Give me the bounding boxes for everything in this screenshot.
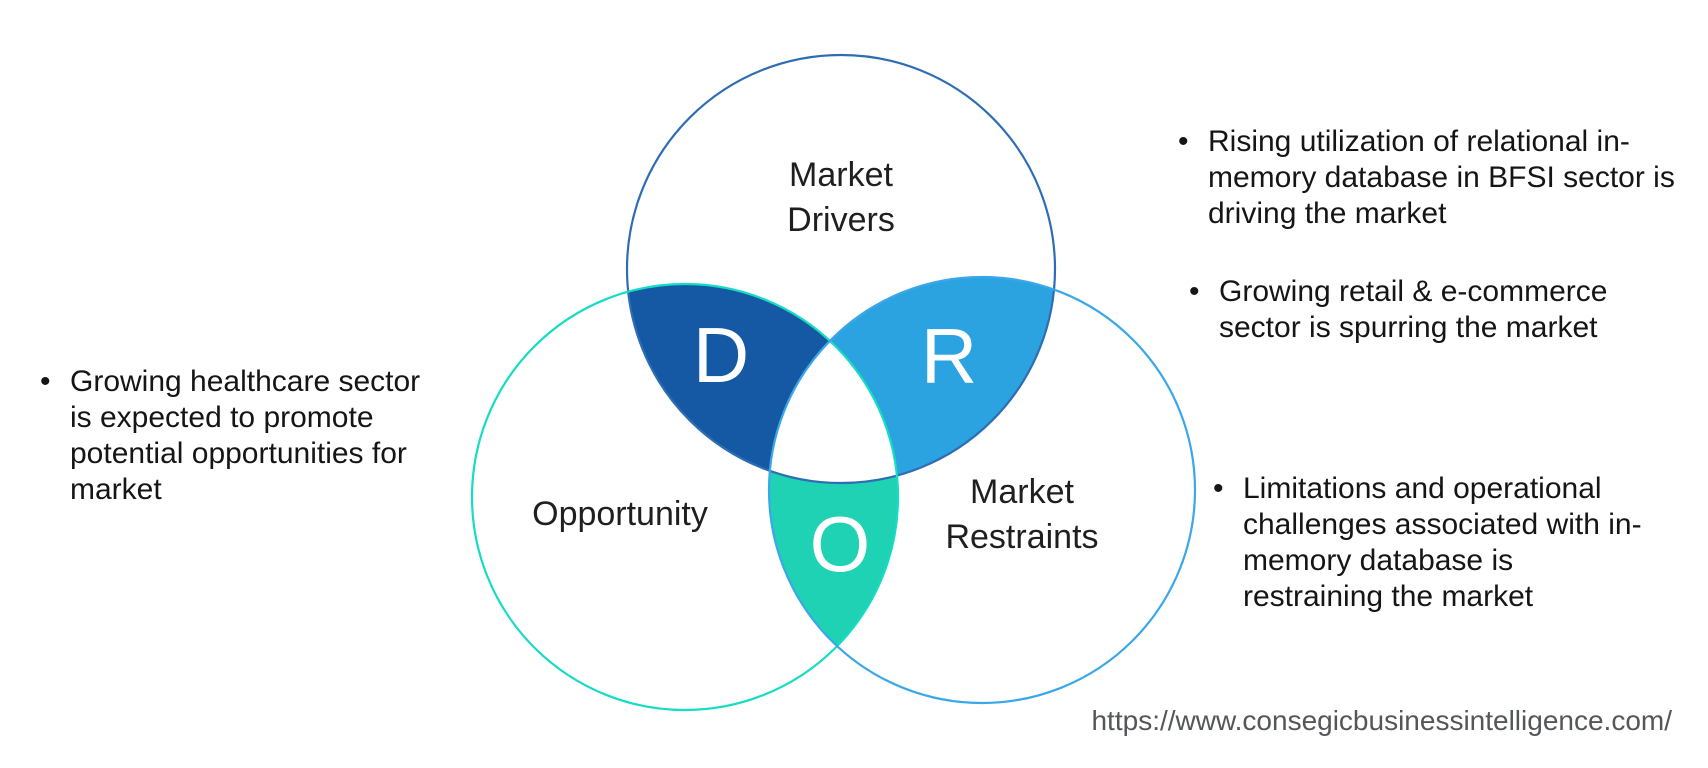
letter-d: D — [692, 310, 750, 399]
bullet-text: Growing healthcare sector is expected to… — [70, 365, 421, 506]
drivers-label: Market Drivers — [787, 156, 895, 239]
bullet-text: Rising utilization of relational in- mem… — [1208, 125, 1675, 230]
restraints-circle-outline — [767, 275, 1197, 705]
letter-o: O — [809, 499, 871, 588]
source-url: https://www.consegicbusinessintelligence… — [1091, 705, 1672, 736]
bullet-text: Growing retail & e-commerce sector is sp… — [1219, 275, 1608, 344]
drivers-opportunity-overlap — [627, 284, 898, 483]
letter-r: R — [920, 311, 978, 400]
driver-bullet-item-1: • Rising utilization of relational in- m… — [1178, 124, 1708, 232]
bullet-marker: • — [1213, 472, 1224, 505]
drivers-restraints-overlap — [769, 277, 1055, 483]
bullet-marker: • — [1189, 275, 1200, 308]
opportunity-label: Opportunity — [532, 495, 708, 533]
bullet-marker: • — [40, 365, 51, 398]
opportunity-bullet-item: • Growing healthcare sector is expected … — [40, 364, 470, 508]
drivers-circle-outline — [625, 53, 1057, 485]
bullet-text: Limitations and operational challenges a… — [1243, 472, 1642, 613]
bullet-marker: • — [1178, 125, 1189, 158]
restraint-bullet-item: • Limitations and operational challenges… — [1213, 471, 1708, 615]
driver-bullet-item-2: • Growing retail & e-commerce sector is … — [1189, 274, 1708, 346]
opportunity-circle-outline — [470, 282, 900, 712]
restraints-label: Market Restraints — [945, 473, 1099, 556]
